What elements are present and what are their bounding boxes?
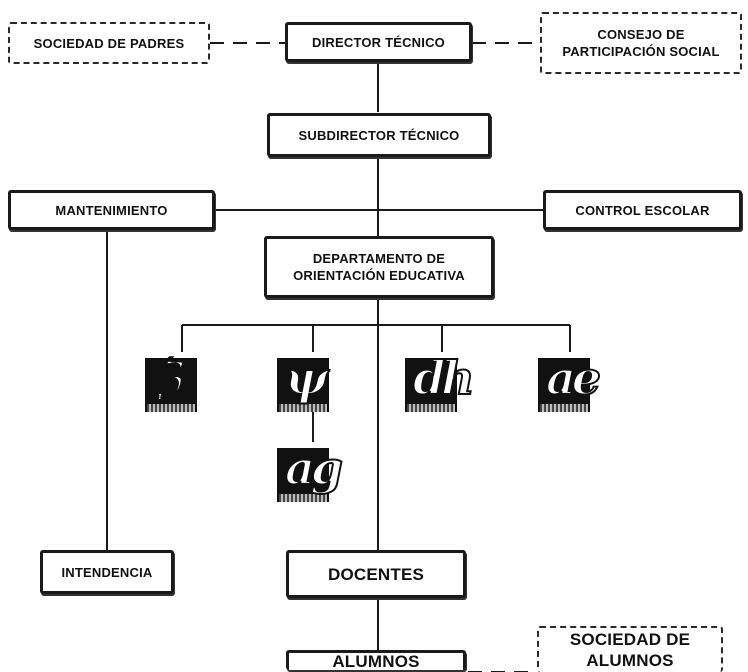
intendencia-box: INTENDENCIA <box>40 550 174 594</box>
logo-ts-background <box>145 358 197 412</box>
logo-psi-glyph: ψ <box>284 350 329 406</box>
logo-dh-icon: dh <box>405 350 476 412</box>
logo-psi-icon: ψ <box>277 350 337 412</box>
control-escolar-box: CONTROL ESCOLAR <box>543 190 742 230</box>
director-tecnico-box: DIRECTOR TÉCNICO <box>285 22 472 62</box>
logo-ag-background <box>277 448 329 502</box>
logo-ae-background <box>538 358 590 412</box>
logo-ts-glyph: ℨ <box>152 350 182 406</box>
subdirector-tecnico-box: SUBDIRECTOR TÉCNICO <box>267 113 491 157</box>
logo-ae-glyph: ae <box>545 350 602 406</box>
logo-dh-glyph: dh <box>412 350 476 406</box>
logo-ae-icon: ae <box>538 350 602 412</box>
logo-ag-glyph: ag <box>284 440 344 496</box>
logo-dh-shadow <box>407 404 455 412</box>
logo-psi-background <box>277 358 329 412</box>
logo-ag-shadow <box>279 494 327 502</box>
docentes-box: DOCENTES <box>286 550 466 598</box>
logo-dh-background <box>405 358 457 412</box>
sociedad-de-alumnos-box: SOCIEDAD DE ALUMNOS <box>537 626 723 672</box>
consejo-participacion-box: CONSEJO DE PARTICIPACIÓN SOCIAL <box>540 12 742 74</box>
logo-ts-shadow <box>147 404 195 412</box>
alumnos-box: ALUMNOS <box>286 650 466 671</box>
logo-ts-icon: ℨ <box>145 350 205 412</box>
logo-ae-shadow <box>540 404 588 412</box>
logo-psi-shadow <box>279 404 327 412</box>
sociedad-de-padres-box: SOCIEDAD DE PADRES <box>8 22 210 64</box>
mantenimiento-box: MANTENIMIENTO <box>8 190 215 230</box>
logo-ag-icon: ag <box>277 440 344 502</box>
departamento-orientacion-box: DEPARTAMENTO DE ORIENTACIÓN EDUCATIVA <box>264 236 494 298</box>
